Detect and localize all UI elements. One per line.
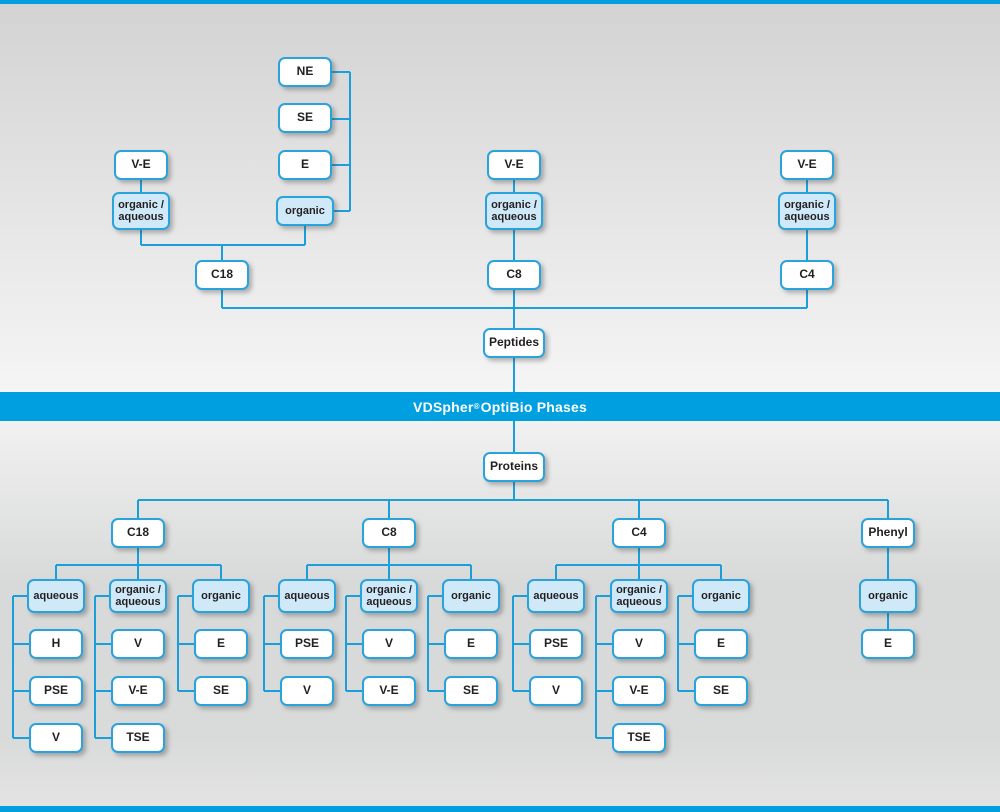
- box-proteins-c8-aqueous-pse: PSE: [280, 629, 334, 659]
- box-proteins-phase-phenyl: Phenyl: [861, 518, 915, 548]
- box-peptides-c18-mode-organic: organic: [276, 196, 334, 226]
- box-proteins-c4-orgaq-v: V: [612, 629, 666, 659]
- box-proteins-c18-organic-e: E: [194, 629, 248, 659]
- box-peptides-phase-c4: C4: [780, 260, 834, 290]
- box-proteins-c18-orgaq-ve: V-E: [111, 676, 165, 706]
- box-proteins-c18-orgaq-tse: TSE: [111, 723, 165, 753]
- box-peptides-c4-mode-organic-aqueous: organic / aqueous: [778, 192, 836, 230]
- box-proteins-phase-c4: C4: [612, 518, 666, 548]
- box-peptides-c18-mode-organic-aqueous: organic / aqueous: [112, 192, 170, 230]
- box-peptides-c18-eluent-e: E: [278, 150, 332, 180]
- box-proteins-c8-mode-organic: organic: [442, 579, 500, 613]
- box-peptides-phase-c8: C8: [487, 260, 541, 290]
- box-proteins-c4-organic-e: E: [694, 629, 748, 659]
- box-proteins-c4-mode-aqueous: aqueous: [527, 579, 585, 613]
- box-proteins-phenyl-mode-organic: organic: [859, 579, 917, 613]
- box-proteins-c18-mode-organic-aqueous: organic / aqueous: [109, 579, 167, 613]
- box-peptides-c8-eluent-ve: V-E: [487, 150, 541, 180]
- box-proteins-c8-orgaq-ve: V-E: [362, 676, 416, 706]
- box-proteins-c4-mode-organic: organic: [692, 579, 750, 613]
- box-proteins-c4-orgaq-tse: TSE: [612, 723, 666, 753]
- box-proteins-c18-orgaq-v: V: [111, 629, 165, 659]
- top-edge-bar: [0, 0, 1000, 4]
- box-proteins-c8-mode-aqueous: aqueous: [278, 579, 336, 613]
- box-proteins-c18-mode-aqueous: aqueous: [27, 579, 85, 613]
- box-proteins-c18-aqueous-v: V: [29, 723, 83, 753]
- bottom-edge-bar: [0, 806, 1000, 812]
- box-peptides-c4-eluent-ve: V-E: [780, 150, 834, 180]
- box-peptides-c8-mode-organic-aqueous: organic / aqueous: [485, 192, 543, 230]
- box-proteins-c4-aqueous-v: V: [529, 676, 583, 706]
- box-proteins-c18-mode-organic: organic: [192, 579, 250, 613]
- box-proteins-c4-aqueous-pse: PSE: [529, 629, 583, 659]
- box-peptides-phase-c18: C18: [195, 260, 249, 290]
- box-proteins-c8-aqueous-v: V: [280, 676, 334, 706]
- box-peptides-c18-eluent-ne: NE: [278, 57, 332, 87]
- box-proteins-c8-organic-se: SE: [444, 676, 498, 706]
- box-proteins-phase-c8: C8: [362, 518, 416, 548]
- box-proteins-phenyl-organic-e: E: [861, 629, 915, 659]
- box-proteins-c18-aqueous-h: H: [29, 629, 83, 659]
- box-proteins-c8-mode-organic-aqueous: organic / aqueous: [360, 579, 418, 613]
- box-proteins-c8-orgaq-v: V: [362, 629, 416, 659]
- box-proteins-c18-aqueous-pse: PSE: [29, 676, 83, 706]
- box-peptides-c18-eluent-ve: V-E: [114, 150, 168, 180]
- box-proteins-c4-mode-organic-aqueous: organic / aqueous: [610, 579, 668, 613]
- box-proteins-c4-orgaq-ve: V-E: [612, 676, 666, 706]
- banner-title-rest: OptiBio Phases: [480, 398, 587, 415]
- box-proteins-c18-organic-se: SE: [194, 676, 248, 706]
- box-peptides-root: Peptides: [483, 328, 545, 358]
- title-banner: VDSpher® OptiBio Phases: [0, 392, 1000, 421]
- box-proteins-phase-c18: C18: [111, 518, 165, 548]
- box-proteins-c8-organic-e: E: [444, 629, 498, 659]
- box-proteins-c4-organic-se: SE: [694, 676, 748, 706]
- box-proteins-root: Proteins: [483, 452, 545, 482]
- box-peptides-c18-eluent-se: SE: [278, 103, 332, 133]
- banner-brand: VDSpher: [413, 398, 474, 415]
